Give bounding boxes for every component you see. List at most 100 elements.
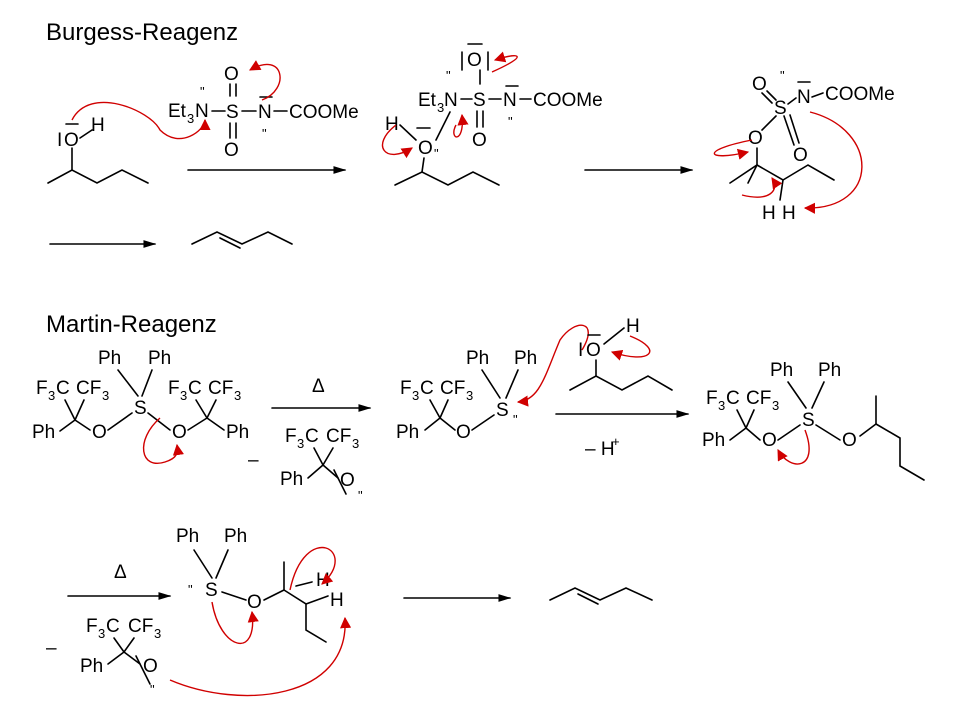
- int-n: N: [503, 90, 517, 111]
- arrow-n-to-s: [249, 60, 281, 101]
- sulf-h-2: H: [782, 203, 796, 224]
- bp1-q: ": [358, 488, 363, 503]
- arrow-ch-top: [289, 546, 336, 591]
- mr-ph-3: Ph: [32, 422, 55, 443]
- arrow-martin-o: [143, 417, 184, 465]
- mc-o: O: [456, 422, 471, 443]
- s-bond-1b: [766, 90, 777, 101]
- arrow-ch: [741, 177, 783, 198]
- ma-o: O: [586, 340, 601, 361]
- mc-ph-2: Ph: [514, 348, 537, 369]
- int-o-top: O: [467, 50, 482, 71]
- atom-I: I: [57, 130, 62, 151]
- s-bond-4: [783, 115, 795, 146]
- sulf-n: N: [797, 87, 811, 108]
- sulf-o-l: O: [752, 74, 767, 95]
- martin-product-alkene: [549, 587, 653, 605]
- mc-b3: [429, 399, 441, 419]
- s-bond-4b: [789, 114, 800, 144]
- s-bond-1: [761, 92, 773, 104]
- oy-ph-1: Ph: [176, 526, 199, 547]
- mc-b6: [481, 369, 501, 399]
- s-bond-2: [787, 97, 797, 105]
- bp2-fs: 3: [98, 626, 105, 641]
- int-lp-b: ": [434, 146, 439, 161]
- et-sub: 3: [187, 111, 194, 126]
- sulf-bond-ch2: [779, 179, 784, 201]
- martin-sulfurane-cation: Ph Ph F 3 C CF 3 S Ph O ": [396, 348, 537, 443]
- as-b6: [815, 424, 841, 441]
- s-bond-5: [761, 115, 777, 131]
- minus-1: –: [248, 450, 259, 471]
- bp1-b2: [322, 464, 339, 479]
- n-plus: N: [195, 101, 209, 122]
- int-et: Et: [418, 90, 437, 111]
- int-lp-c: ": [508, 114, 513, 129]
- bond-o-h: [79, 129, 93, 139]
- mr-f3sub-3: 3: [180, 388, 187, 403]
- arrow-o-to-s: [71, 101, 211, 140]
- int-bond-o-s: [435, 111, 451, 141]
- bp1-fs: 3: [297, 436, 304, 451]
- int-s: S: [473, 90, 486, 111]
- mr-b1: [59, 419, 76, 432]
- as-cfs: 3: [772, 398, 779, 413]
- arrow-oh-deprot: [610, 335, 651, 361]
- oy-b3: [221, 591, 247, 601]
- mr-ph-2: Ph: [148, 348, 171, 369]
- arrow-s-o: [211, 601, 259, 644]
- ma-h: H: [626, 316, 640, 337]
- alkene2-double: [577, 593, 599, 605]
- sulf-coome: COOMe: [825, 84, 895, 105]
- atom-o: O: [64, 130, 79, 151]
- mc-b1: [424, 417, 441, 431]
- as-o-1: O: [762, 430, 777, 451]
- ma-i: I: [578, 340, 583, 361]
- mr-b8: [141, 369, 153, 397]
- sulf-lp: ": [780, 68, 785, 83]
- oxysulfonium-ylide: Ph Ph S O H H ": [176, 526, 344, 643]
- mr-f-1: F: [36, 378, 48, 399]
- bp1-cfs: 3: [352, 436, 359, 451]
- bp1-c: C: [305, 426, 319, 447]
- mr-cf-2: CF: [208, 378, 233, 399]
- mr-o-1: O: [92, 422, 107, 443]
- mc-b5: [471, 414, 495, 431]
- as-b8: [811, 381, 825, 409]
- mr-b11: [195, 399, 208, 419]
- alkene2-chain: [549, 587, 653, 601]
- mc-b4: [439, 399, 449, 419]
- mc-b2: [439, 417, 456, 431]
- mc-cfs: 3: [466, 388, 473, 403]
- bp2-ph: Ph: [80, 656, 103, 677]
- int-et-sub: 3: [437, 100, 444, 115]
- oy-h-1: H: [316, 570, 330, 591]
- mc-fs: 3: [412, 388, 419, 403]
- oy-b1: [193, 549, 213, 579]
- atom-h: H: [91, 115, 105, 136]
- bp2-b2: [123, 651, 141, 665]
- as-s: S: [802, 410, 815, 431]
- arrow-n-h: [803, 111, 863, 214]
- bp1-o: O: [340, 470, 355, 491]
- mr-o-2: O: [172, 422, 187, 443]
- bp2-c: C: [106, 616, 120, 637]
- bp1-f: F: [285, 426, 297, 447]
- sulfur: S: [226, 102, 239, 123]
- oy-lp: ": [188, 582, 193, 597]
- alkoxysulfurane: Ph Ph F 3 C CF 3 S Ph O O: [702, 360, 925, 481]
- as-f: F: [706, 388, 718, 409]
- oy-h-2: H: [330, 590, 344, 611]
- as-b5: [777, 424, 801, 441]
- oy-b2: [215, 549, 229, 579]
- sulf-o-ester: O: [748, 128, 763, 149]
- sulf-h-1: H: [762, 203, 776, 224]
- as-o-2: O: [842, 430, 857, 451]
- oxo-bottom: O: [224, 140, 239, 161]
- delta-1: Δ: [312, 376, 325, 397]
- int-lp-a: ": [446, 68, 451, 83]
- as-b1: [729, 427, 747, 441]
- as-ph-2: Ph: [818, 360, 841, 381]
- bp2-o: O: [143, 656, 158, 677]
